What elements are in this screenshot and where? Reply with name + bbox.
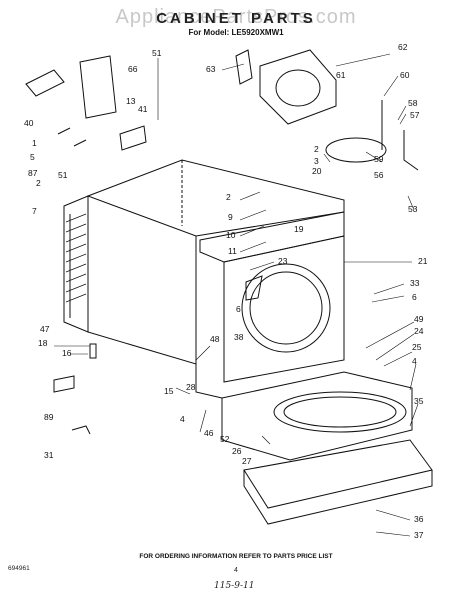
model-number: For Model: LE5920XMW1 [188, 28, 284, 37]
callout-21: 21 [418, 256, 428, 266]
motor-assembly [235, 49, 419, 171]
callout-51-1: 51 [58, 170, 68, 180]
callout-38: 38 [234, 332, 244, 342]
callout-49: 49 [414, 314, 424, 324]
callout-41: 41 [138, 104, 148, 114]
callout-3: 3 [314, 156, 319, 166]
callout-40: 40 [24, 118, 34, 128]
callout-53: 53 [408, 204, 418, 214]
callout-13: 13 [126, 96, 136, 106]
toe-panel [221, 371, 433, 525]
callout-24: 24 [414, 326, 424, 336]
callout-9: 9 [228, 212, 233, 222]
callout-31: 31 [44, 450, 54, 460]
callout-leaders [54, 53, 419, 537]
callout-7: 7 [32, 206, 37, 216]
callout-61: 61 [336, 70, 346, 80]
document-number: 694961 [8, 565, 30, 572]
callout-6: 6 [412, 292, 417, 302]
callout-27: 27 [242, 456, 252, 466]
callout-37: 37 [414, 530, 424, 540]
front-panel [199, 211, 345, 383]
callout-5: 5 [30, 152, 35, 162]
callout-25: 25 [412, 342, 422, 352]
callout-15: 15 [164, 386, 174, 396]
callout-52: 52 [220, 434, 230, 444]
callout-59: 59 [374, 154, 384, 164]
callout-58: 58 [408, 98, 418, 108]
callout-60: 60 [400, 70, 410, 80]
callout-20: 20 [312, 166, 322, 176]
callout-66: 66 [128, 64, 138, 74]
callout-1: 1 [32, 138, 37, 148]
control-parts [25, 55, 147, 435]
callout-10: 10 [226, 230, 236, 240]
callout-46: 46 [204, 428, 214, 438]
callout-4-1: 4 [180, 414, 185, 424]
callout-47: 47 [40, 324, 50, 334]
callout-2: 2 [36, 178, 41, 188]
callout-6-1: 6 [236, 304, 241, 314]
callout-48: 48 [210, 334, 220, 344]
callout-19: 19 [294, 224, 304, 234]
callout-33: 33 [410, 278, 420, 288]
callout-51: 51 [152, 48, 162, 58]
diagram-title: CABINET PARTS [156, 10, 316, 27]
callout-28: 28 [186, 382, 196, 392]
callout-35: 35 [414, 396, 424, 406]
callout-87: 87 [28, 168, 38, 178]
callout-2-2: 2 [226, 192, 231, 202]
callout-2-1: 2 [314, 144, 319, 154]
callout-16: 16 [62, 348, 72, 358]
page-number: 4 [234, 567, 238, 574]
callout-18: 18 [38, 338, 48, 348]
callout-56: 56 [374, 170, 384, 180]
cabinet-body [63, 159, 345, 399]
callout-63: 63 [206, 64, 216, 74]
watermark: AppliancePartsPros.com [115, 6, 357, 28]
callout-36: 36 [414, 514, 424, 524]
callout-11: 11 [228, 246, 237, 256]
callout-23: 23 [278, 256, 288, 266]
handwritten-date: 115-9-11 [214, 581, 255, 591]
callout-26: 26 [232, 446, 242, 456]
callout-62: 62 [398, 42, 408, 52]
ordering-note: FOR ORDERING INFORMATION REFER TO PARTS … [139, 553, 333, 560]
callout-labels: 1222344566791011131516181920212324252627… [24, 42, 428, 540]
callout-57: 57 [410, 110, 420, 120]
callout-89: 89 [44, 412, 54, 422]
callout-4: 4 [412, 356, 417, 366]
